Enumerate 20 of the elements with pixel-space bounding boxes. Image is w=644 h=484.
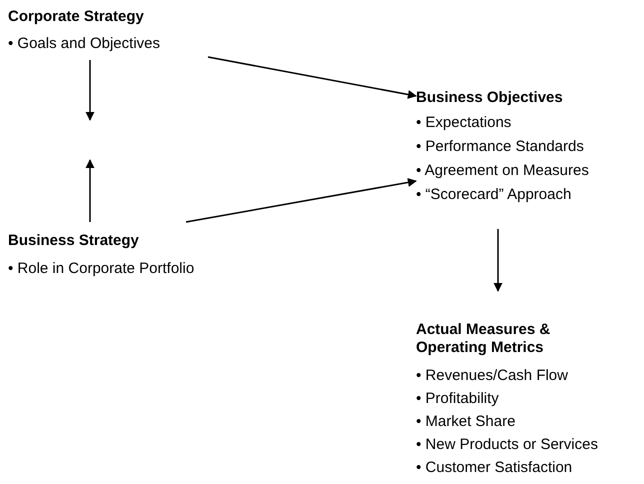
heading: Business Strategy — [8, 232, 140, 250]
heading: Business Objectives — [416, 89, 564, 107]
bullet-item: • Expectations — [416, 114, 512, 132]
bullet-item: • New Products or Services — [416, 436, 598, 454]
bullet-item: • Agreement on Measures — [416, 162, 589, 180]
bullet-item: • Profitability — [416, 390, 499, 408]
arrow — [494, 229, 502, 292]
arrow — [86, 60, 94, 121]
bullet-item: • “Scorecard” Approach — [416, 186, 572, 204]
bullet-item: • Role in Corporate Portfolio — [8, 260, 194, 278]
heading: Corporate Strategy — [8, 8, 145, 26]
bullet-item: • Revenues/Cash Flow — [416, 367, 568, 385]
heading: Actual Measures & Operating Metrics — [416, 321, 552, 357]
arrow — [86, 159, 94, 222]
bullet-item: • Goals and Objectives — [8, 35, 160, 53]
arrow — [186, 178, 417, 223]
bullet-item: • Customer Satisfaction — [416, 459, 572, 477]
bullet-item: • Market Share — [416, 413, 516, 431]
arrow — [208, 56, 417, 99]
bullet-item: • Performance Standards — [416, 138, 584, 156]
